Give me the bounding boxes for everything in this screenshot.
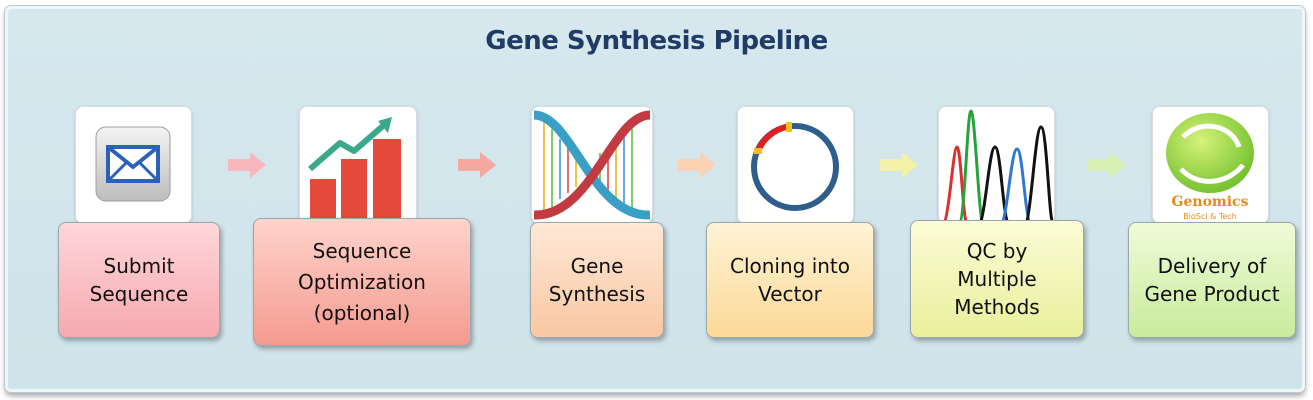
step-qc-multiple-methods: QC by Multiple Methods <box>910 220 1084 338</box>
step-label: Sequence Optimization (optional) <box>298 238 426 325</box>
step-label: Delivery of Gene Product <box>1144 254 1280 306</box>
step-gene-synthesis: Gene Synthesis <box>530 222 664 338</box>
step-delivery-gene-product: Delivery of Gene Product <box>1128 222 1296 338</box>
chromatogram-icon-card <box>938 106 1055 224</box>
envelope-icon <box>95 126 171 202</box>
dna-helix-icon <box>533 110 651 220</box>
step-submit-sequence: Submit Sequence <box>58 222 220 338</box>
step-label: Submit Sequence <box>89 254 189 306</box>
growth-chart-icon-card <box>299 106 417 224</box>
logo-wordmark: Genomics <box>1172 194 1249 210</box>
genomics-logo-icon: Genomics BioSci & Tech <box>1166 113 1254 221</box>
growth-chart-icon <box>308 117 401 223</box>
step-cloning-into-vector: Cloning into Vector <box>706 222 874 338</box>
step-label: Gene Synthesis <box>548 254 646 306</box>
arrow-right-icon <box>228 152 266 178</box>
logo-tagline: BioSci & Tech <box>1183 212 1237 221</box>
genomics-logo-icon-card: Genomics BioSci & Tech <box>1152 106 1269 224</box>
arrow-right-icon <box>1088 152 1126 178</box>
arrow-right-icon <box>678 152 716 178</box>
step-sequence-optimization: Sequence Optimization (optional) <box>253 218 471 346</box>
plasmid-vector-icon-card <box>737 106 854 224</box>
diagram-title: Gene Synthesis Pipeline <box>485 26 828 56</box>
envelope-icon-card <box>75 106 192 224</box>
arrow-right-icon <box>880 152 918 178</box>
dna-helix-icon-card <box>531 106 653 224</box>
chromatogram-icon <box>941 109 1054 223</box>
step-label: QC by Multiple Methods <box>954 239 1040 319</box>
step-label: Cloning into Vector <box>729 254 851 306</box>
arrow-right-icon <box>458 152 496 178</box>
plasmid-vector-icon <box>751 122 839 211</box>
